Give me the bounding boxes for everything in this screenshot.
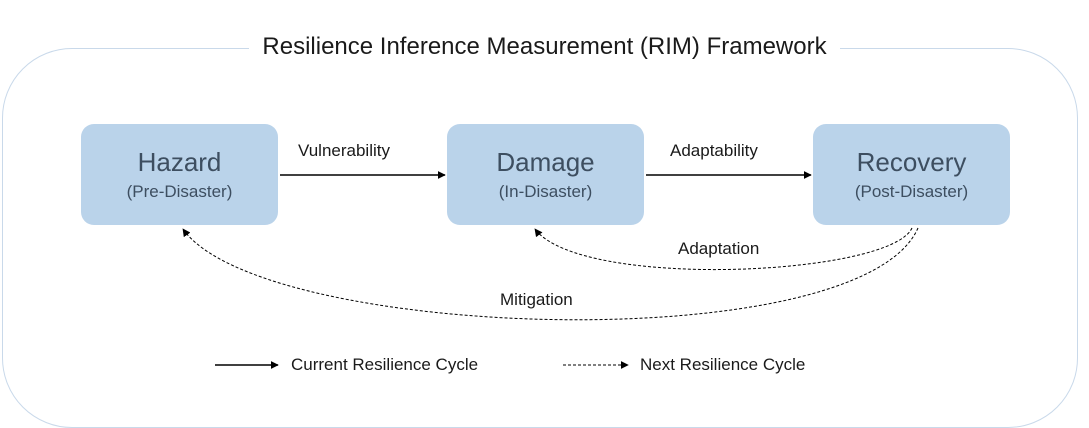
legend-current-label: Current Resilience Cycle (291, 355, 479, 374)
damage-node: Damage (In-Disaster) (447, 124, 644, 225)
recovery-node-name: Recovery (856, 147, 967, 177)
mitigation-label: Mitigation (500, 290, 573, 309)
recovery-node-phase: (Post-Disaster) (854, 182, 969, 201)
arrows-layer (182, 171, 919, 369)
arrow-adaptation (534, 227, 913, 271)
adaptation-label: Adaptation (678, 239, 760, 258)
diagram-title: Resilience Inference Measurement (RIM) F… (0, 30, 1089, 64)
hazard-node: Hazard (Pre-Disaster) (81, 124, 278, 225)
damage-node-name: Damage (496, 147, 595, 177)
hazard-node-name: Hazard (137, 147, 222, 177)
vulnerability-label: Vulnerability (298, 141, 390, 160)
damage-node-phase: (In-Disaster) (498, 182, 593, 201)
recovery-node: Recovery (Post-Disaster) (813, 124, 1010, 225)
adaptability-label: Adaptability (670, 141, 758, 160)
legend-next-label: Next Resilience Cycle (640, 355, 806, 374)
hazard-node-phase: (Pre-Disaster) (126, 182, 233, 201)
diagram-title-text: Resilience Inference Measurement (RIM) F… (249, 33, 840, 60)
arrow-mitigation (182, 227, 919, 321)
